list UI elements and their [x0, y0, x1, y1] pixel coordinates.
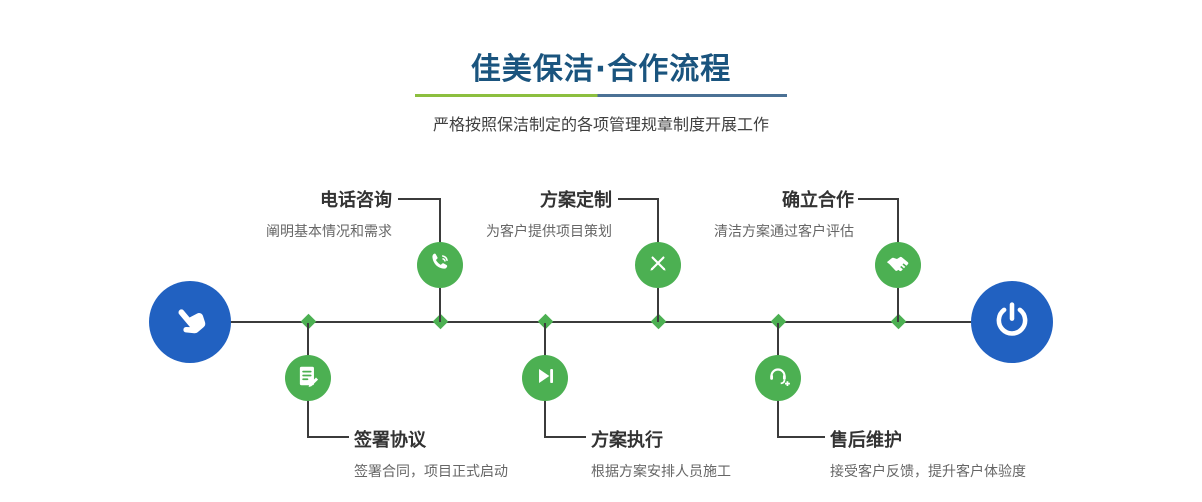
connector — [439, 198, 441, 244]
connector — [657, 198, 659, 244]
connector — [307, 436, 349, 438]
step-node-contract — [285, 355, 331, 401]
design-icon — [645, 250, 671, 280]
step-phone-consult: 电话咨询 阐明基本情况和需求 — [266, 186, 392, 241]
handshake-icon — [884, 249, 912, 281]
step-title: 方案执行 — [591, 430, 663, 451]
connector — [858, 198, 898, 200]
step-title: 确立合作 — [782, 190, 854, 211]
page-subtitle: 严格按照保洁制定的各项管理规章制度开展工作 — [432, 115, 769, 134]
connector — [777, 436, 825, 438]
title-divider — [415, 94, 787, 97]
connector — [544, 323, 546, 356]
end-node — [971, 281, 1053, 363]
connector — [544, 400, 546, 438]
step-title: 售后维护 — [830, 430, 902, 451]
step-desc: 签署合同，项目正式启动 — [354, 464, 508, 480]
connector — [307, 400, 309, 438]
step-execute-plan: 方案执行 根据方案安排人员施工 — [591, 426, 731, 481]
connector — [897, 288, 899, 322]
step-title: 电话咨询 — [320, 190, 392, 211]
execute-icon — [532, 363, 558, 393]
step-node-design — [635, 242, 681, 288]
connector — [618, 198, 658, 200]
step-title: 签署协议 — [354, 430, 426, 451]
connector — [897, 198, 899, 244]
step-node-execute — [522, 355, 568, 401]
step-sign-agreement: 签署协议 签署合同，项目正式启动 — [354, 426, 508, 481]
step-node-service — [755, 355, 801, 401]
connector — [777, 400, 779, 438]
connector — [398, 198, 440, 200]
page-title: 佳美保洁·合作流程 — [470, 52, 732, 87]
connector — [439, 288, 441, 322]
step-desc: 清洁方案通过客户评估 — [714, 224, 854, 240]
start-node — [149, 281, 231, 363]
service-icon — [765, 363, 791, 393]
connector — [657, 288, 659, 322]
connector — [307, 323, 309, 356]
power-icon — [991, 299, 1033, 345]
step-plan-design: 方案定制 为客户提供项目策划 — [486, 186, 612, 241]
step-desc: 接受客户反馈，提升客户体验度 — [830, 464, 1026, 480]
step-desc: 根据方案安排人员施工 — [591, 464, 731, 480]
hand-pointer-icon — [168, 298, 212, 346]
timeline-line — [190, 321, 1012, 323]
connector — [544, 436, 586, 438]
contract-icon — [295, 363, 321, 393]
connector — [777, 323, 779, 356]
step-after-sales: 售后维护 接受客户反馈，提升客户体验度 — [830, 426, 1026, 481]
step-node-phone — [417, 242, 463, 288]
phone-icon — [427, 250, 453, 280]
step-node-handshake — [875, 242, 921, 288]
step-desc: 阐明基本情况和需求 — [266, 224, 392, 240]
step-title: 方案定制 — [540, 190, 612, 211]
step-desc: 为客户提供项目策划 — [486, 224, 612, 240]
step-establish-cooperation: 确立合作 清洁方案通过客户评估 — [714, 186, 854, 241]
